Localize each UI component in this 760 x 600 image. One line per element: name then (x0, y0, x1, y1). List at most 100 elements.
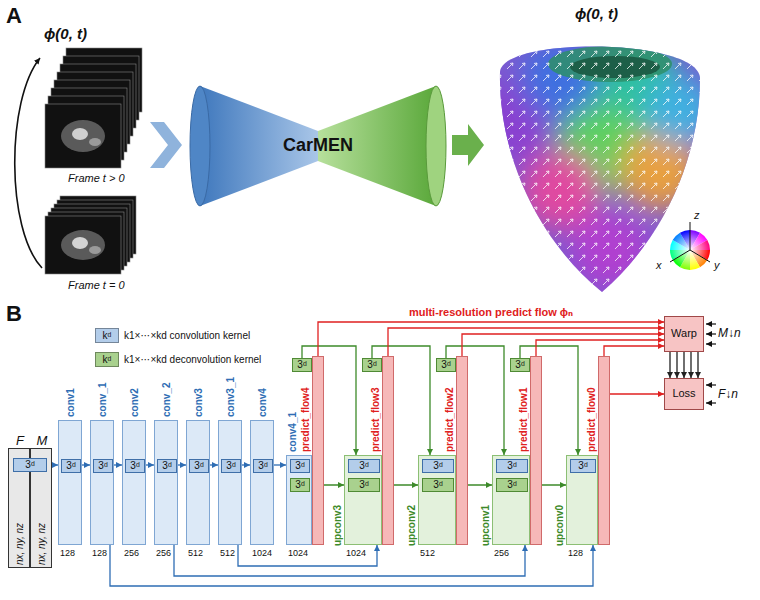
kernel-label: kᵈ (95, 328, 119, 343)
layer-label: conv_1 (97, 383, 109, 417)
input-label: M (31, 433, 53, 448)
input-label: M↓n (718, 326, 741, 341)
mri-stack (45, 196, 136, 274)
flow-connector (174, 545, 525, 576)
box-label: CarMEN (283, 135, 353, 157)
flow-connector (462, 334, 664, 356)
convolution-kernel: 3ᵈ (13, 458, 47, 472)
flow-connector (676, 352, 677, 378)
deconvolution-kernel: 3ᵈ (290, 478, 310, 492)
box-label: 3ᵈ (367, 359, 376, 371)
channel-count: 128 (92, 548, 107, 559)
layer-label: predict_flow1 (518, 388, 530, 452)
heart-mesh (475, 30, 715, 300)
flow-connector (610, 393, 664, 394)
deconvolution-kernel: 3ᵈ (510, 358, 530, 372)
input-arrow (706, 324, 716, 403)
convolution-kernel: 3ᵈ (348, 459, 380, 473)
flow-connector (146, 464, 154, 465)
channel-count: 256 (494, 548, 509, 559)
box-label: Warp (671, 327, 697, 340)
predict-flow-layer: predict_flow4 (312, 356, 324, 545)
convolution-layer: conv410243ᵈ (250, 420, 274, 545)
box-label: 3ᵈ (433, 460, 442, 472)
channel-count: 128 (568, 548, 583, 559)
deconvolution-kernel: 3ᵈ (348, 478, 380, 492)
decoder-shape (426, 86, 446, 206)
heart-mesh (490, 30, 710, 300)
convolution-layer: conv35123ᵈ (186, 420, 210, 545)
flow-connector (669, 352, 670, 378)
predict-flow-layer: predict_flow1 (530, 356, 542, 545)
output-arrow (452, 124, 484, 166)
flow-connector (114, 464, 122, 465)
upconvolution-block: upconv25123ᵈ3ᵈ (418, 455, 456, 545)
box-label: 3ᵈ (258, 460, 267, 472)
transform-label: ϕ(0, t) (575, 4, 618, 23)
panel-letter: B (6, 300, 22, 328)
frame-label: Frame t > 0 (68, 171, 125, 185)
layer-label: conv1 (65, 388, 77, 417)
mri-stack (89, 138, 101, 146)
flow-connector (242, 464, 250, 465)
flow-connector (536, 340, 664, 356)
flow-connector (318, 322, 664, 356)
predict-flow-layer: predict_flow3 (382, 356, 394, 545)
convolution-kernel: 3ᵈ (93, 459, 113, 473)
layer-label: upconv3 (332, 505, 344, 546)
box-label: 3ᵈ (98, 460, 107, 472)
layer-label: conv3 (193, 388, 205, 417)
layer-label: nx, ny, nz (36, 523, 48, 565)
heart-mesh (475, 30, 715, 300)
box-label: 3ᵈ (295, 479, 304, 491)
input-arrow (706, 343, 716, 344)
convolution-kernel: 3ᵈ (570, 459, 596, 473)
input-arrow (706, 323, 716, 324)
convolution-kernel: 3ᵈ (157, 459, 177, 473)
box-label: 3ᵈ (515, 359, 524, 371)
deformation-arrow (15, 58, 42, 268)
box-label: 3ᵈ (441, 359, 450, 371)
convolution-layer: conv3_15123ᵈ (218, 420, 242, 545)
process-box: Warp (664, 316, 704, 352)
layer-label: predict_flow0 (586, 388, 598, 452)
deconvolution-kernel: 3ᵈ (436, 358, 456, 372)
transform-label: ϕ(0, t) (44, 24, 87, 43)
mri-stack (45, 104, 121, 168)
heart-mesh (490, 30, 710, 300)
flow-connector (388, 328, 664, 356)
flow-connector (210, 464, 218, 465)
axis-label: y (714, 258, 720, 272)
mri-stack (45, 48, 142, 168)
layer-label: conv2 (129, 388, 141, 417)
input-arrow (706, 384, 716, 385)
box-label: 3ᵈ (507, 479, 516, 491)
frame-label: Frame t = 0 (68, 278, 125, 292)
convolution-kernel: 3ᵈ (61, 459, 81, 473)
input-arrow (706, 402, 716, 403)
legend-text: k1×⋯×kd convolution kernel (124, 329, 250, 342)
box-label: 3ᵈ (507, 460, 516, 472)
mri-stack (45, 216, 121, 274)
convolution-kernel: 3ᵈ (253, 459, 273, 473)
upconvolution-block: upconv310243ᵈ3ᵈ (344, 455, 382, 545)
channel-count: 512 (220, 548, 235, 559)
channel-count: 128 (60, 548, 75, 559)
mri-stack (72, 128, 88, 140)
layer-label: conv_2 (161, 383, 173, 417)
color-wheel (690, 222, 691, 250)
encoder-decoder-network: CarMEN (188, 84, 448, 208)
flow-connector (82, 464, 90, 465)
convolution-layer: conv22563ᵈ (122, 420, 146, 545)
convolution-layer: conv11283ᵈ (58, 420, 82, 545)
deconvolution-kernel: 3ᵈ (496, 478, 528, 492)
convolution-layer: conv_22563ᵈ (154, 420, 178, 545)
convolution-kernel: 3ᵈ (125, 459, 145, 473)
convolution-layer: conv4_110243ᵈ3ᵈ (286, 455, 312, 545)
mri-stack (61, 120, 105, 152)
flow-connector (683, 352, 684, 378)
channel-count: 256 (156, 548, 171, 559)
upconvolution-block: upconv01283ᵈ (566, 455, 598, 545)
mri-stack (72, 237, 88, 249)
